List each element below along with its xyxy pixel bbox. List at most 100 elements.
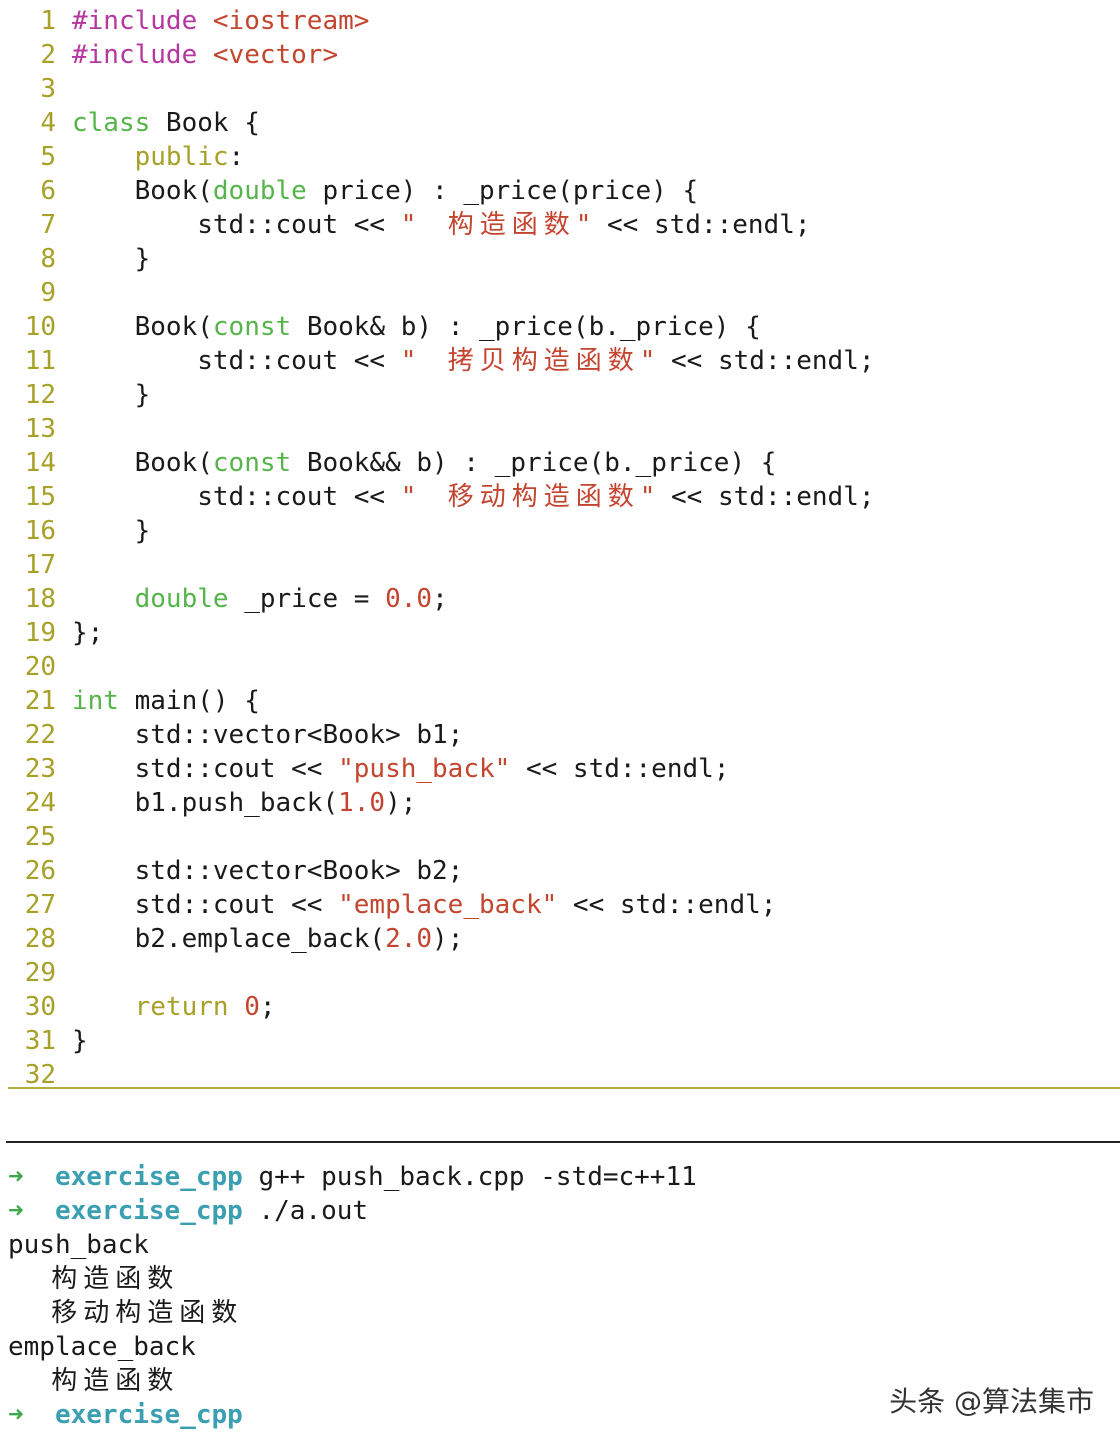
line-number: 22 xyxy=(24,720,56,750)
code-line[interactable]: 18 double _price = 0.0; xyxy=(0,582,1120,616)
code-token xyxy=(72,142,135,172)
output-line: 构造函数 xyxy=(8,1264,180,1294)
code-token: Book( xyxy=(72,312,213,342)
line-number: 31 xyxy=(24,1026,56,1056)
command-text: g++ push_back.cpp -std=c++11 xyxy=(258,1162,697,1192)
code-token: 1.0 xyxy=(338,788,386,818)
code-line[interactable]: 23 std::cout << "push_back" << std::endl… xyxy=(0,752,1120,786)
code-line[interactable]: 13 xyxy=(0,412,1120,446)
code-text: class Book { xyxy=(72,106,260,140)
code-text: } xyxy=(72,514,151,548)
line-number: 18 xyxy=(24,584,56,614)
code-line[interactable]: 32 xyxy=(0,1058,1120,1092)
code-line[interactable]: 6 Book(double price) : _price(price) { xyxy=(0,174,1120,208)
code-line[interactable]: 26 std::vector<Book> b2; xyxy=(0,854,1120,888)
code-line[interactable]: 27 std::cout << "emplace_back" << std::e… xyxy=(0,888,1120,922)
code-text: return 0; xyxy=(72,990,276,1024)
line-number: 23 xyxy=(24,754,56,784)
code-token: << std::endl; xyxy=(557,890,777,920)
code-text: b1.push_back(1.0); xyxy=(72,786,417,820)
code-token: } xyxy=(72,516,151,546)
code-token: ; xyxy=(259,992,276,1022)
code-line[interactable]: 31} xyxy=(0,1024,1120,1058)
code-token: " xyxy=(639,482,656,512)
command-text: ./a.out xyxy=(258,1196,369,1226)
code-token: << std::endl; xyxy=(510,754,730,784)
code-text: Book(const Book& b) : _price(b._price) { xyxy=(72,310,761,344)
line-number: 27 xyxy=(24,890,56,920)
code-line[interactable]: 14 Book(const Book&& b) : _price(b._pric… xyxy=(0,446,1120,480)
code-token: Book& b) : _price(b._price) { xyxy=(291,312,761,342)
code-line[interactable]: 28 b2.emplace_back(2.0); xyxy=(0,922,1120,956)
code-line[interactable]: 12 } xyxy=(0,378,1120,412)
code-text: std::vector<Book> b1; xyxy=(72,718,464,752)
code-token: << std::endl; xyxy=(655,482,875,512)
code-line[interactable]: 8 } xyxy=(0,242,1120,276)
code-token: ; xyxy=(432,584,448,614)
code-text: Book(double price) : _price(price) { xyxy=(72,174,699,208)
line-number: 5 xyxy=(40,142,56,172)
code-token: }; xyxy=(72,618,104,648)
code-token: std::cout << xyxy=(72,754,339,784)
code-token: b2.emplace_back( xyxy=(72,924,386,954)
code-line[interactable]: 19}; xyxy=(0,616,1120,650)
code-token xyxy=(197,40,213,70)
watermark: 头条 @算法集市 xyxy=(889,1385,1094,1418)
code-line[interactable]: 1#include <iostream> xyxy=(0,4,1120,38)
code-line[interactable]: 20 xyxy=(0,650,1120,684)
terminal-pane[interactable]: ➜ exercise_cpp g++ push_back.cpp -std=c+… xyxy=(8,1160,1108,1432)
code-token xyxy=(72,992,135,1022)
code-token: return xyxy=(134,992,229,1022)
code-line[interactable]: 9 xyxy=(0,276,1120,310)
code-token: const xyxy=(212,312,292,342)
code-line[interactable]: 29 xyxy=(0,956,1120,990)
line-number: 11 xyxy=(24,346,56,376)
code-token: " xyxy=(400,346,448,376)
line-number: 14 xyxy=(24,448,56,478)
code-text: public: xyxy=(72,140,245,174)
code-line[interactable]: 5 public: xyxy=(0,140,1120,174)
code-text: std::cout << "push_back" << std::endl; xyxy=(72,752,730,786)
code-token: 移动构造函数 xyxy=(447,482,640,512)
code-token: int xyxy=(72,686,119,716)
prompt-directory: exercise_cpp xyxy=(54,1400,243,1430)
code-text: std::vector<Book> b2; xyxy=(72,854,464,888)
line-number: 15 xyxy=(24,482,56,512)
code-line[interactable]: 25 xyxy=(0,820,1120,854)
code-line[interactable]: 4 class Book { xyxy=(0,106,1120,140)
line-number: 32 xyxy=(24,1060,56,1090)
code-line[interactable]: 2#include <vector> xyxy=(0,38,1120,72)
code-line[interactable]: 3 xyxy=(0,72,1120,106)
terminal-line: ➜ exercise_cpp ./a.out xyxy=(8,1194,1108,1228)
output-line: push_back xyxy=(8,1230,149,1260)
code-token: " xyxy=(400,482,448,512)
code-token: 0 xyxy=(244,992,260,1022)
line-number: 17 xyxy=(24,550,56,580)
code-token: #include xyxy=(72,40,198,70)
code-line[interactable]: 22 std::vector<Book> b1; xyxy=(0,718,1120,752)
code-token: std::vector<Book> b2; xyxy=(72,856,464,886)
code-token: } xyxy=(72,380,151,410)
code-line[interactable]: 16 } xyxy=(0,514,1120,548)
line-number: 3 xyxy=(40,74,56,104)
code-token: ); xyxy=(432,924,464,954)
code-token: double xyxy=(134,584,229,614)
code-text: int main() { xyxy=(72,684,260,718)
code-line[interactable]: 15 std::cout << " 移动构造函数" << std::endl; xyxy=(0,480,1120,514)
code-line[interactable]: 7 std::cout << " 构造函数" << std::endl; xyxy=(0,208,1120,242)
line-number: 4 xyxy=(40,108,56,138)
code-token: << std::endl; xyxy=(591,210,811,240)
code-line[interactable]: 11 std::cout << " 拷贝构造函数" << std::endl; xyxy=(0,344,1120,378)
code-line[interactable]: 10 Book(const Book& b) : _price(b._price… xyxy=(0,310,1120,344)
terminal-prompt-line[interactable]: ➜ exercise_cpp xyxy=(8,1398,1108,1432)
code-line[interactable]: 17 xyxy=(0,548,1120,582)
line-number: 2 xyxy=(40,40,56,70)
code-token xyxy=(72,584,135,614)
code-token: std::cout << xyxy=(72,482,401,512)
line-number: 19 xyxy=(24,618,56,648)
code-line[interactable]: 30 return 0; xyxy=(0,990,1120,1024)
pane-separator xyxy=(6,1141,1120,1143)
code-line[interactable]: 24 b1.push_back(1.0); xyxy=(0,786,1120,820)
